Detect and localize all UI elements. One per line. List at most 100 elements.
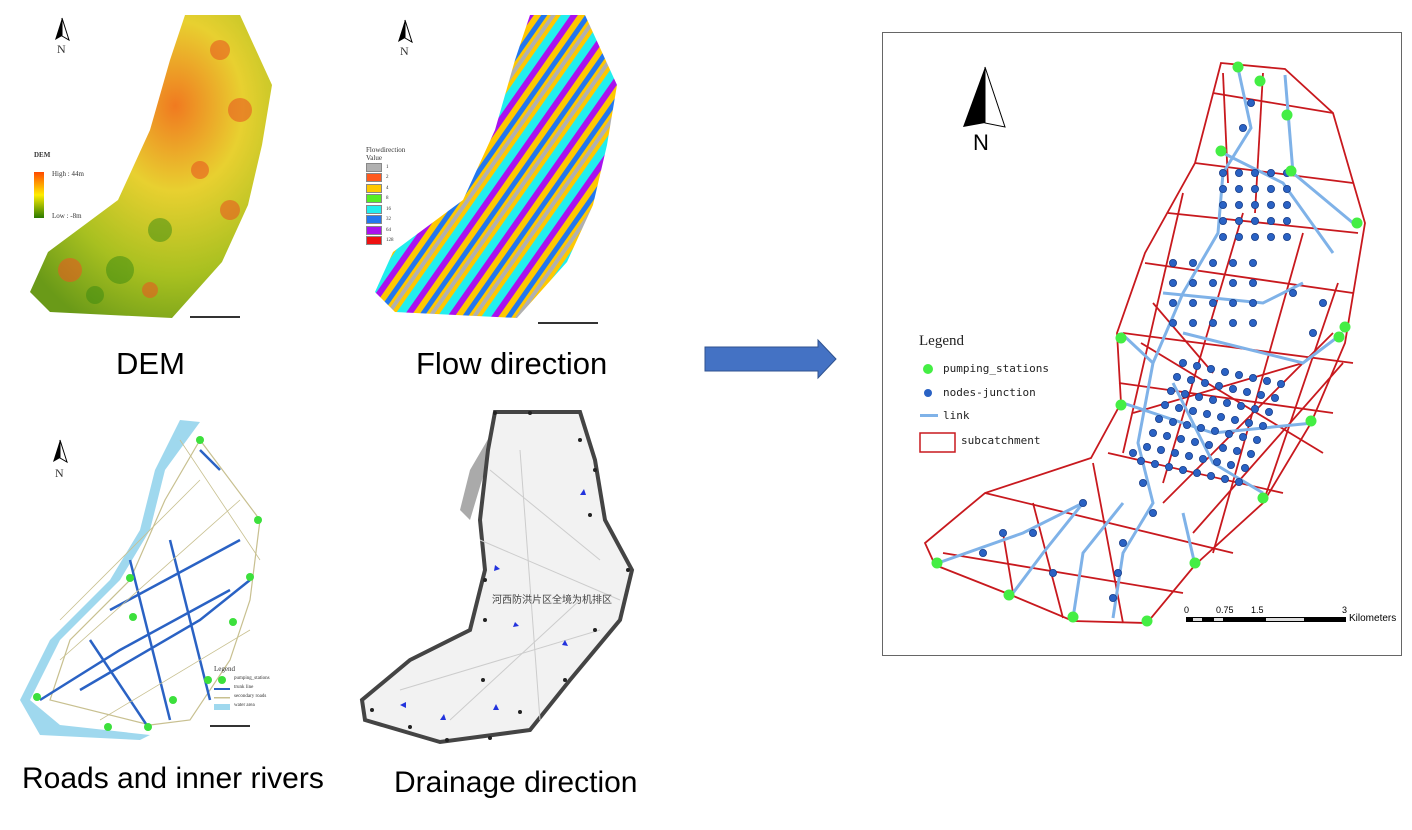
dem-legend-ramp — [34, 172, 44, 218]
dem-map — [30, 15, 272, 318]
junction-node — [1168, 318, 1177, 327]
junction-node — [1248, 258, 1257, 267]
caption-flow-direction: Flow direction — [416, 346, 608, 381]
junction-node — [1150, 459, 1159, 468]
junction-node — [1214, 381, 1223, 390]
junction-node — [1218, 443, 1227, 452]
flow-legend-swatch — [366, 204, 382, 214]
junction-node — [1228, 278, 1237, 287]
junction-node — [1168, 258, 1177, 267]
flow-legend-value: 2 — [386, 175, 389, 181]
junction-node — [1192, 468, 1201, 477]
junction-node — [1244, 418, 1253, 427]
junction-node — [1208, 278, 1217, 287]
junction-node — [1136, 456, 1145, 465]
flow-legend-swatch — [366, 194, 382, 204]
north-label: N — [55, 466, 64, 480]
legend-symbols — [919, 364, 956, 453]
junction-node — [1234, 184, 1243, 193]
junction-node — [1226, 460, 1235, 469]
roads-legend-item: trunk line — [234, 685, 254, 690]
junction-node — [1318, 298, 1327, 307]
junction-node — [1170, 448, 1179, 457]
flow-legend-value: 8 — [386, 196, 389, 202]
flow-legend-title: Flowdirection — [366, 146, 406, 154]
flow-legend-item: 8 — [366, 194, 405, 205]
junction-node — [1218, 200, 1227, 209]
junction-node — [1276, 379, 1285, 388]
scale-tick: 3 — [1342, 605, 1348, 615]
dem-legend-high: High : 44m — [52, 170, 84, 178]
junction-node — [1166, 386, 1175, 395]
junction-node — [1238, 432, 1247, 441]
junction-node — [1224, 429, 1233, 438]
junction-node — [1128, 448, 1137, 457]
junction-node — [1178, 465, 1187, 474]
flow-direction-map — [375, 15, 617, 324]
flow-legend-swatch — [366, 162, 382, 172]
drainage-map — [359, 410, 635, 745]
scale-bar — [538, 322, 598, 324]
legend-item-nodes-junction: nodes-junction — [943, 386, 1036, 399]
junction-node — [1266, 184, 1275, 193]
legend-item-link: link — [943, 409, 970, 422]
north-label: N — [973, 130, 989, 155]
junction-node — [1176, 434, 1185, 443]
junction-node — [1234, 200, 1243, 209]
junction-node — [1138, 478, 1147, 487]
subcatchments — [923, 62, 1366, 624]
scale-unit: Kilometers — [1349, 613, 1397, 624]
junction-node — [1234, 168, 1243, 177]
junction-node — [1288, 288, 1297, 297]
junction-node — [1228, 298, 1237, 307]
junction-node — [1160, 400, 1169, 409]
junction-node — [1190, 437, 1199, 446]
junction-node — [1148, 428, 1157, 437]
drainage-annotation: 河西防洪片区全境为机排区 — [492, 595, 612, 606]
junction-node — [1198, 454, 1207, 463]
junction-node — [1188, 298, 1197, 307]
drainage-arrow-markers — [400, 489, 586, 720]
flow-legend-value: 32 — [386, 217, 391, 223]
north-label: N — [57, 42, 66, 56]
scale-bar — [1186, 617, 1346, 622]
junction-node — [1200, 378, 1209, 387]
junction-node — [1256, 390, 1265, 399]
junction-node — [1282, 232, 1291, 241]
junction-node — [1218, 216, 1227, 225]
legend-title: Legend — [919, 333, 964, 349]
junction-node — [1258, 421, 1267, 430]
junction-node — [1162, 431, 1171, 440]
junction-node — [1234, 370, 1243, 379]
junction-node — [1208, 258, 1217, 267]
junction-node — [1248, 278, 1257, 287]
junction-node — [1192, 361, 1201, 370]
junction-node — [1188, 318, 1197, 327]
junction-node — [1250, 216, 1259, 225]
junction-node — [1282, 184, 1291, 193]
junction-node — [1228, 384, 1237, 393]
flow-legend-swatch — [366, 183, 382, 193]
junction-node — [1078, 498, 1087, 507]
legend-item-pumping-stations: pumping_stations — [943, 362, 1049, 375]
junction-node — [1246, 449, 1255, 458]
junction-node — [1240, 463, 1249, 472]
junction-node — [1228, 318, 1237, 327]
flow-legend-value: 16 — [386, 206, 391, 212]
junction-node — [1248, 373, 1257, 382]
junction-node — [1184, 451, 1193, 460]
flow-raster — [375, 15, 617, 318]
junction-node — [1220, 474, 1229, 483]
junction-node — [1048, 569, 1057, 578]
junction-node — [1210, 426, 1219, 435]
junction-node — [1216, 412, 1225, 421]
junction-node — [1250, 232, 1259, 241]
junction-node — [1250, 184, 1259, 193]
north-arrow-icon — [963, 67, 985, 127]
junction-node — [1188, 406, 1197, 415]
junction-node — [1220, 367, 1229, 376]
junction-node — [1113, 569, 1122, 578]
junction-node — [1168, 417, 1177, 426]
